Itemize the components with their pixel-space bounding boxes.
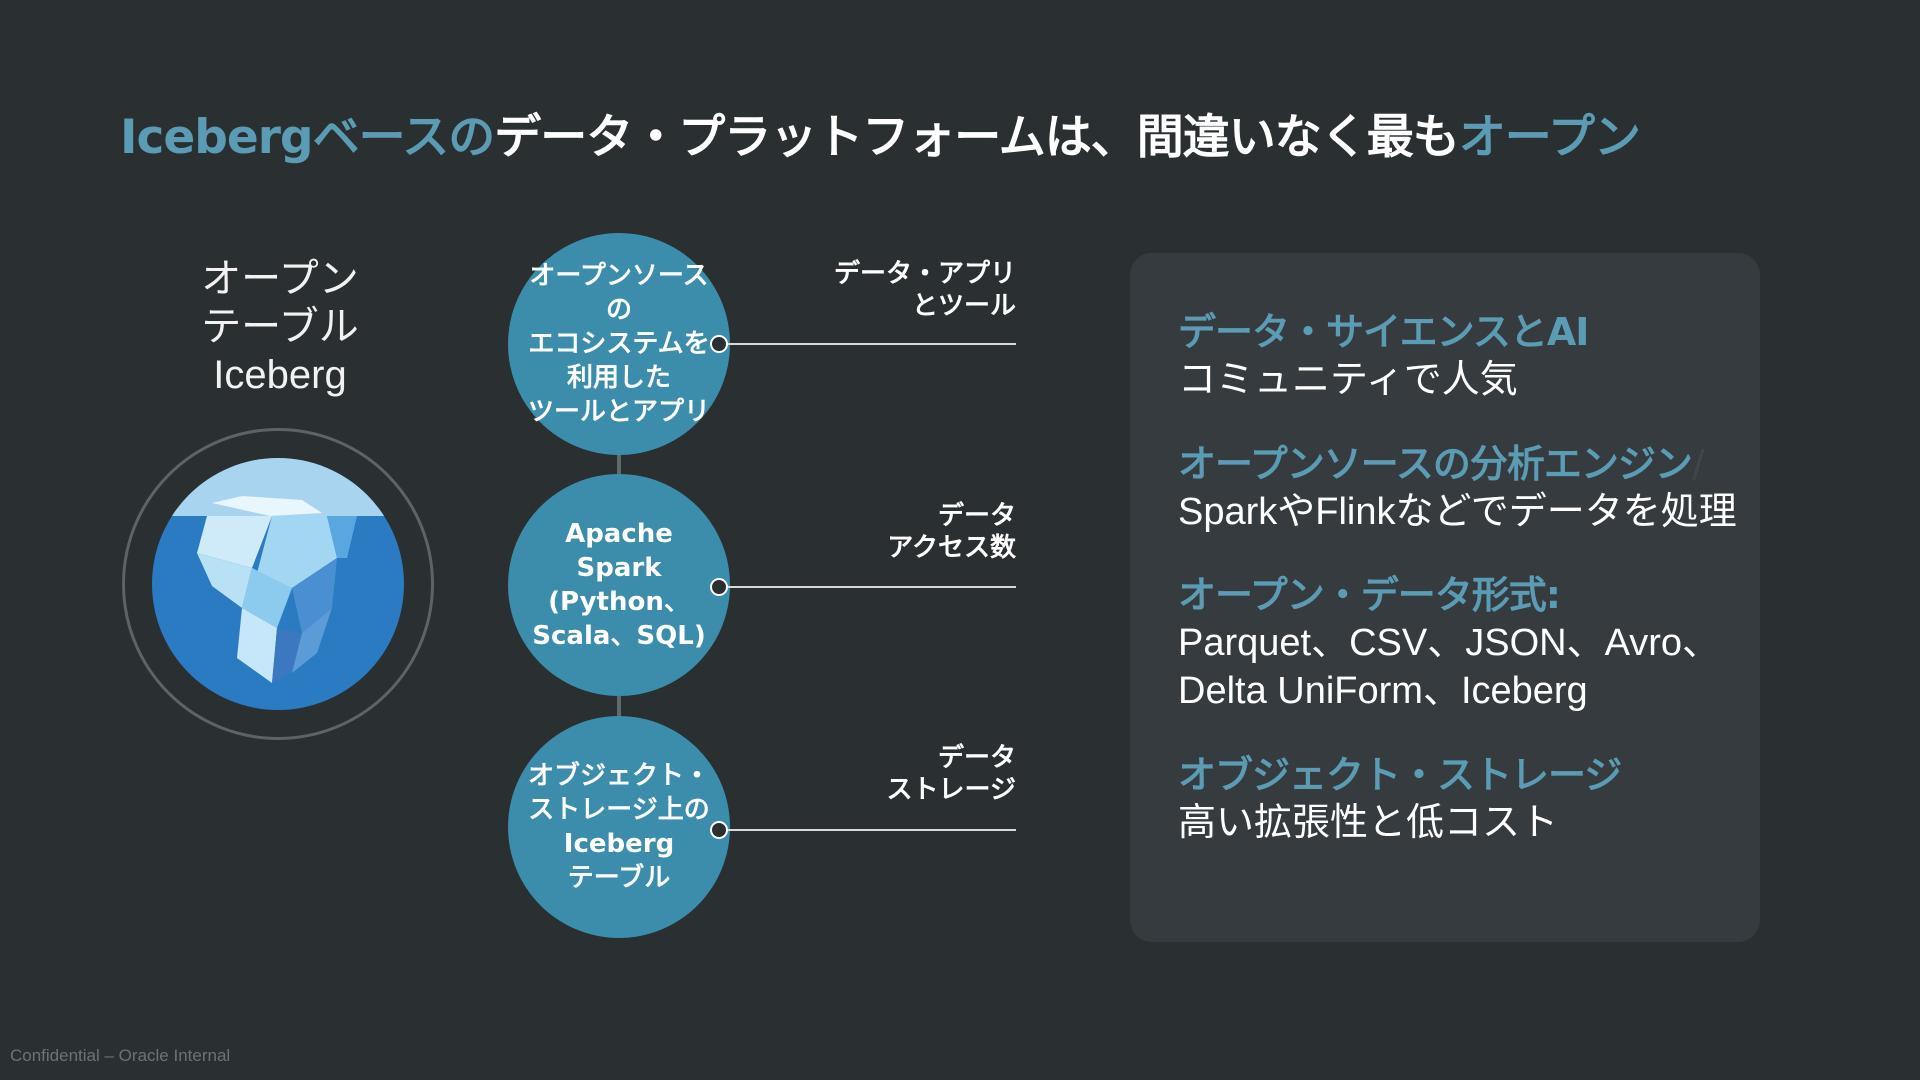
circle-line: ストレージ上の bbox=[528, 795, 710, 825]
features-panel bbox=[1130, 253, 1760, 942]
feature-body: Parquet、CSV、JSON、Avro、 bbox=[1178, 622, 1721, 664]
circle-line: 利用した bbox=[566, 363, 671, 393]
connector-dot bbox=[710, 335, 728, 353]
title-accent-2: オープン bbox=[1458, 110, 1641, 165]
side-label-line: データ・アプリ bbox=[833, 259, 1016, 289]
connector-line bbox=[728, 343, 1016, 345]
circle-storage: オブジェクト・ ストレージ上の Iceberg テーブル bbox=[508, 716, 730, 938]
connector-line bbox=[728, 586, 1016, 588]
side-label-access: データ アクセス数 bbox=[796, 500, 1016, 564]
side-label-line: ストレージ bbox=[886, 775, 1016, 805]
feature-analytics-engine: オープンソースの分析エンジン/ SparkやFlinkなどでデータを処理 bbox=[1178, 440, 1738, 536]
circle-connector bbox=[617, 440, 621, 490]
circle-line: Spark bbox=[576, 553, 662, 583]
feature-object-storage: オブジェクト・ストレージ 高い拡張性と低コスト bbox=[1178, 751, 1738, 847]
feature-heading: オープン・データ形式: bbox=[1178, 573, 1561, 617]
circle-line: Scala、SQL) bbox=[532, 621, 706, 651]
open-table-line: Iceberg bbox=[213, 353, 347, 397]
feature-heading-suffix: / bbox=[1691, 442, 1705, 486]
circle-line: テーブル bbox=[567, 863, 671, 893]
title-accent-1: Icebergベースの bbox=[120, 110, 495, 165]
circle-tools-apps: オープンソースの エコシステムを 利用した ツールとアプリ bbox=[508, 233, 730, 455]
open-table-line: オープン bbox=[201, 257, 359, 301]
circle-text: オブジェクト・ ストレージ上の Iceberg テーブル bbox=[524, 759, 714, 895]
circle-text: オープンソースの エコシステムを 利用した ツールとアプリ bbox=[524, 259, 714, 429]
side-label-line: とツール bbox=[911, 291, 1016, 321]
circle-line: エコシステムを bbox=[528, 329, 710, 359]
circle-line: (Python、 bbox=[548, 587, 690, 617]
circle-line: Iceberg bbox=[563, 829, 675, 859]
open-table-line: テーブル bbox=[201, 305, 359, 349]
side-label-storage: データ ストレージ bbox=[796, 742, 1016, 806]
iceberg-icon bbox=[152, 458, 404, 710]
feature-heading: データ・サイエンスとAI bbox=[1178, 310, 1589, 354]
side-label-line: アクセス数 bbox=[887, 533, 1016, 563]
circle-line: オブジェクト・ bbox=[527, 761, 710, 791]
page-title: Icebergベースのデータ・プラットフォームは、間違いなく最もオープン bbox=[120, 98, 1641, 167]
confidential-footer: Confidential – Oracle Internal bbox=[10, 1046, 231, 1065]
title-main: データ・プラットフォームは、間違いなく最も bbox=[494, 110, 1460, 165]
feature-body: Delta UniForm、Iceberg bbox=[1178, 670, 1588, 712]
circle-line: ツールとアプリ bbox=[527, 397, 710, 427]
side-label-line: データ bbox=[937, 743, 1016, 773]
feature-heading-text: オープンソースの分析エンジン bbox=[1178, 442, 1693, 486]
circle-spark: Apache Spark (Python、 Scala、SQL) bbox=[508, 474, 730, 696]
connector-dot bbox=[710, 578, 728, 596]
feature-data-science: データ・サイエンスとAI コミュニティで人気 bbox=[1178, 308, 1738, 404]
iceberg-ring bbox=[122, 428, 434, 740]
feature-data-formats: オープン・データ形式: Parquet、CSV、JSON、Avro、 Delta… bbox=[1178, 571, 1738, 715]
feature-body: コミュニティで人気 bbox=[1178, 359, 1518, 401]
circle-line: Apache bbox=[565, 519, 673, 549]
side-label-apps: データ・アプリ とツール bbox=[796, 258, 1016, 322]
feature-body: SparkやFlinkなどでデータを処理 bbox=[1178, 491, 1737, 533]
feature-heading: オブジェクト・ストレージ bbox=[1178, 753, 1622, 797]
connector-line bbox=[728, 829, 1016, 831]
connector-dot bbox=[710, 821, 728, 839]
feature-body: 高い拡張性と低コスト bbox=[1178, 802, 1559, 844]
circle-connector bbox=[617, 682, 621, 732]
feature-heading: オープンソースの分析エンジン/ bbox=[1178, 440, 1738, 488]
side-label-line: データ bbox=[937, 501, 1016, 531]
open-table-label: オープン テーブル Iceberg bbox=[180, 255, 380, 399]
circle-text: Apache Spark (Python、 Scala、SQL) bbox=[524, 517, 714, 653]
circle-line: オープンソースの bbox=[529, 261, 709, 325]
